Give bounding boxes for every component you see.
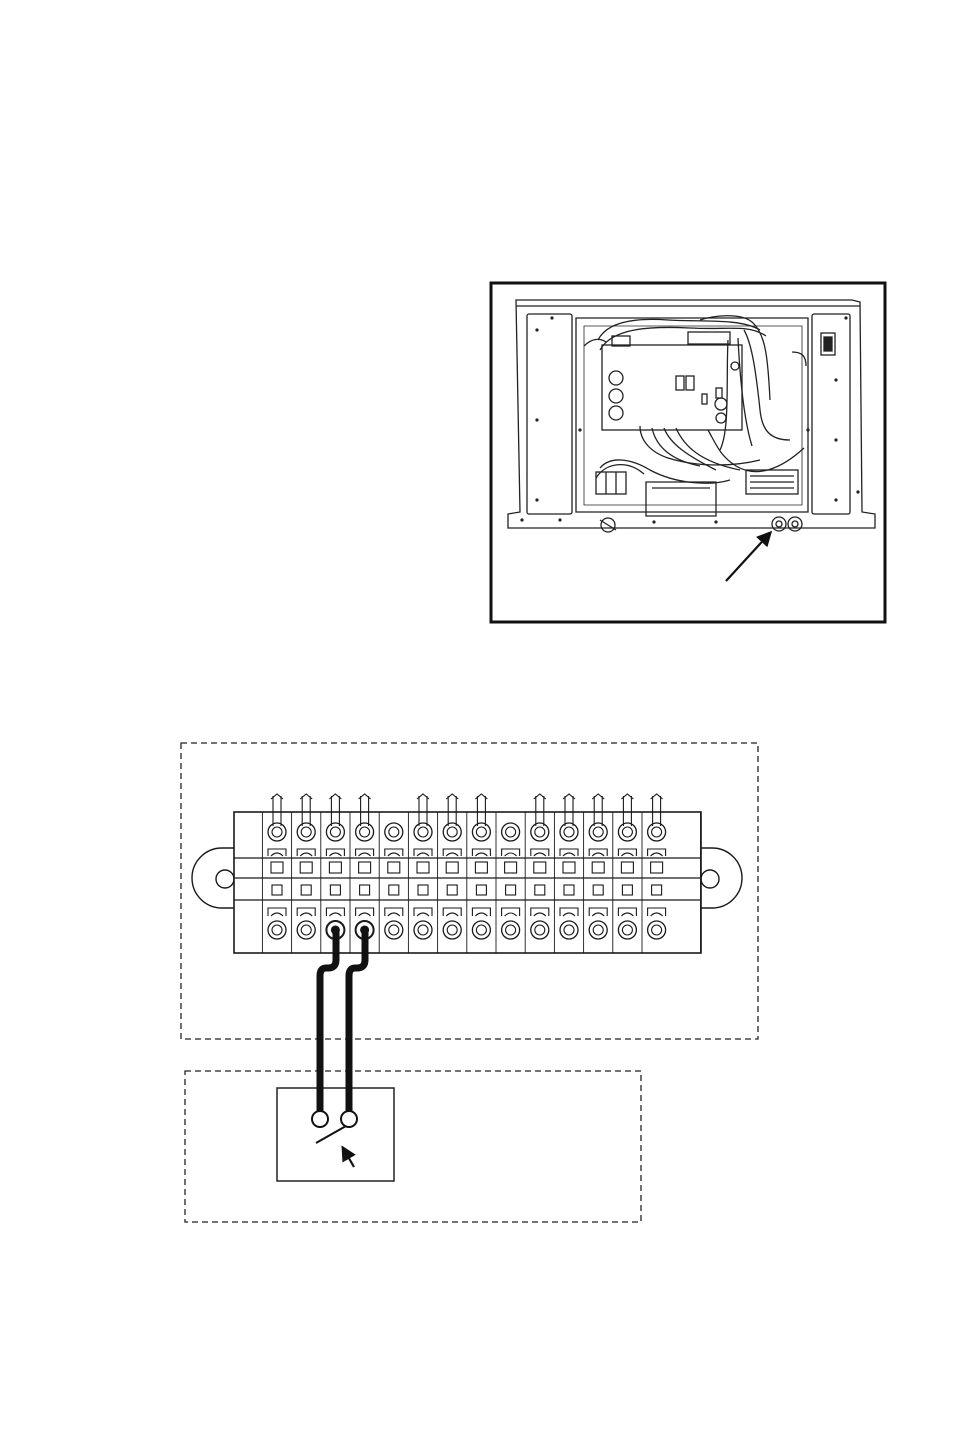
upper-screw-head — [652, 827, 662, 837]
lower-screw-head — [652, 925, 662, 935]
upper-screw-head — [272, 827, 282, 837]
terminal-window-lower — [564, 885, 574, 895]
chassis-inset-figure — [491, 283, 885, 622]
lower-screw-head — [593, 925, 603, 935]
mounting-hole-right — [701, 870, 719, 888]
switch-contact-2 — [341, 1111, 357, 1127]
terminal-window-upper — [271, 862, 283, 873]
terminal-window-upper — [621, 862, 633, 873]
terminal-window-upper — [505, 862, 517, 873]
lower-screw-head — [622, 925, 632, 935]
switch-contact-1 — [312, 1111, 328, 1127]
terminal-window-lower — [301, 885, 311, 895]
lower-screw-head — [535, 925, 545, 935]
remote-switch-box — [277, 1088, 394, 1181]
lower-screw-head — [476, 925, 486, 935]
terminal-window-lower — [418, 885, 428, 895]
terminal-window-lower — [506, 885, 516, 895]
terminal-window-lower — [360, 885, 370, 895]
upper-screw-head — [360, 827, 370, 837]
terminal-window-upper — [446, 862, 458, 873]
upper-screw-head — [564, 827, 574, 837]
terminal-window-upper — [592, 862, 604, 873]
lower-screw-head — [564, 925, 574, 935]
terminal-window-lower — [389, 885, 399, 895]
upper-screw-head — [447, 827, 457, 837]
terminal-window-lower — [622, 885, 632, 895]
terminal-window-upper — [563, 862, 575, 873]
remote-wire-1 — [320, 930, 336, 1112]
lower-screw-head — [418, 925, 428, 935]
upper-screw-head — [506, 827, 516, 837]
upper-screw-head — [535, 827, 545, 837]
terminal-window-lower — [652, 885, 662, 895]
lower-screw-head — [301, 925, 311, 935]
lower-screw-head — [506, 925, 516, 935]
upper-screw-head — [593, 827, 603, 837]
terminal-window-upper — [534, 862, 546, 873]
lower-screw-head — [272, 925, 282, 935]
terminal-window-lower — [330, 885, 340, 895]
remote-wire-2 — [349, 930, 365, 1112]
terminal-window-lower — [476, 885, 486, 895]
upper-screw-head — [330, 827, 340, 837]
terminal-window-lower — [272, 885, 282, 895]
terminal-window-upper — [475, 862, 487, 873]
terminal-window-upper — [300, 862, 312, 873]
terminal-window-upper — [651, 862, 663, 873]
terminal-window-lower — [535, 885, 545, 895]
terminal-window-upper — [388, 862, 400, 873]
upper-screw-head — [418, 827, 428, 837]
upper-screw-head — [622, 827, 632, 837]
terminal-window-upper — [359, 862, 371, 873]
lower-screw-head — [389, 925, 399, 935]
remote-location-boundary — [185, 1071, 641, 1222]
upper-screw-head — [476, 827, 486, 837]
terminal-window-upper — [417, 862, 429, 873]
upper-screw-head — [301, 827, 311, 837]
mounting-hole-left — [216, 870, 234, 888]
remote-switch-wiring — [181, 743, 758, 1222]
terminal-window-lower — [447, 885, 457, 895]
lower-screw-head — [447, 925, 457, 935]
terminal-window-lower — [593, 885, 603, 895]
terminal-window-upper — [329, 862, 341, 873]
upper-screw-head — [389, 827, 399, 837]
terminal-block — [192, 794, 742, 953]
